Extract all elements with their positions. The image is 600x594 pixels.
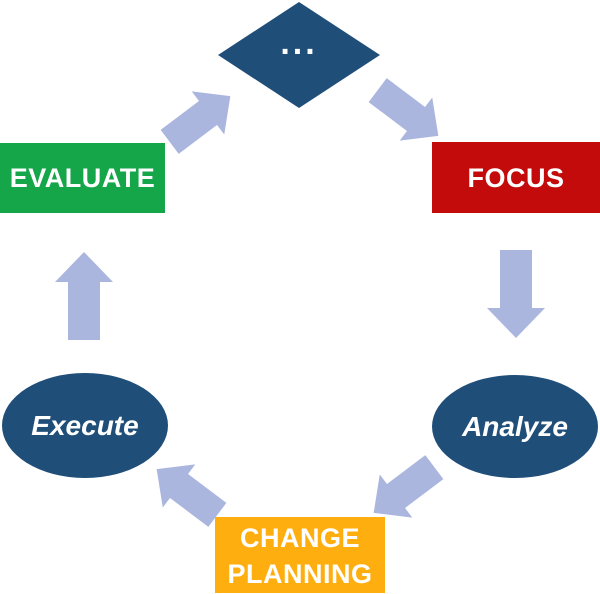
arrow-start-to-focus <box>368 78 439 141</box>
focus-node-label: FOCUS <box>467 162 565 193</box>
change-planning-node: CHANGE PLANNING <box>215 517 385 593</box>
execute-node-label: Execute <box>31 409 139 441</box>
arrow-icon <box>373 455 444 518</box>
change-planning-node-label: CHANGE PLANNING <box>227 523 373 589</box>
arrow-icon <box>160 91 231 154</box>
execute-node: Execute <box>2 373 168 478</box>
focus-node: FOCUS <box>432 142 600 213</box>
arrow-icon <box>156 464 227 527</box>
arrow-icon <box>487 250 545 338</box>
evaluate-node-label: EVALUATE <box>9 163 156 193</box>
arrow-execute-to-evaluate <box>55 252 113 340</box>
arrow-icon <box>368 78 439 141</box>
arrow-analyze-to-change-planning <box>373 455 444 518</box>
start-node-label: ... <box>280 24 318 62</box>
evaluate-node: EVALUATE <box>0 143 165 213</box>
arrow-change-planning-to-execute <box>156 464 227 527</box>
analyze-node: Analyze <box>432 375 598 478</box>
arrow-focus-to-analyze <box>487 250 545 338</box>
diamond-node-shape <box>218 2 380 108</box>
arrow-icon <box>55 252 113 340</box>
analyze-node-label: Analyze <box>462 410 568 442</box>
arrow-evaluate-to-start <box>160 91 231 154</box>
